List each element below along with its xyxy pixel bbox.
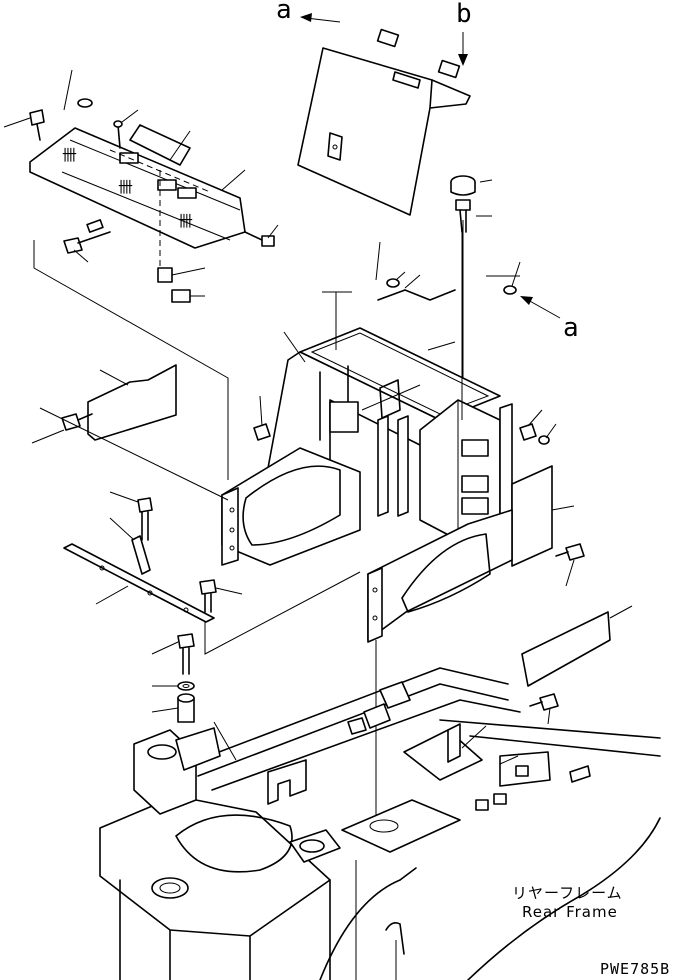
bolt-lever — [109, 491, 153, 541]
drawing-code: PWE785B — [600, 960, 670, 978]
right-cover-plate — [511, 465, 575, 567]
rear-frame — [99, 667, 661, 980]
bolt-right-of-plate — [244, 224, 279, 247]
leader-long-left-2 — [39, 407, 229, 501]
callout-a-right: a — [520, 296, 579, 343]
pin-upper — [113, 109, 139, 149]
clip-under-plate — [157, 267, 206, 303]
washer-upper-left — [63, 69, 93, 111]
nut-center-left — [253, 395, 271, 441]
bolt-bracket-mid — [199, 579, 243, 613]
plug-cap — [450, 175, 493, 196]
nut-right — [519, 409, 557, 445]
caption-japanese: リヤーフレーム — [512, 884, 623, 902]
callout-a-right-label: a — [563, 313, 579, 343]
main-frame-box — [221, 327, 513, 566]
svg-text:卌: 卌 — [62, 146, 78, 164]
bolt-upper-left — [3, 109, 45, 141]
left-bracket-bar — [63, 543, 215, 623]
washer-right-a — [486, 261, 521, 295]
leader-frame-right — [461, 725, 487, 749]
spacer-stack — [151, 693, 195, 723]
left-side-panel — [87, 364, 177, 441]
leader-frame-right-2 — [499, 755, 519, 765]
bolt-right-plate — [555, 543, 585, 587]
callout-b-top: b — [456, 0, 472, 66]
callout-a-top-label: a — [276, 0, 292, 25]
bolt-lower-right — [529, 693, 559, 725]
bolt-lower-left — [63, 219, 111, 263]
bolt-stack — [151, 633, 195, 675]
leader-upper-right — [221, 169, 246, 191]
lower-front-panel — [367, 509, 513, 643]
callout-a-top: a — [276, 0, 341, 25]
leader-long-left — [33, 240, 229, 480]
leader-upper-mid — [169, 130, 191, 161]
caption-english: Rear Frame — [522, 903, 618, 921]
leader-frame-left — [283, 331, 306, 363]
washer-stack — [152, 681, 195, 691]
upper-left-plate: 卌 卌 卌 — [29, 124, 246, 270]
lower-right-panel — [521, 605, 633, 687]
callout-b-top-label: b — [456, 0, 472, 29]
bolt-vertical-right — [455, 199, 492, 233]
svg-text:卌: 卌 — [118, 178, 134, 196]
leader-long-left-3 — [204, 571, 361, 655]
pin-center-top — [377, 274, 456, 301]
leader-frame-mid — [213, 721, 237, 761]
leader-frame-top-c — [427, 341, 456, 351]
svg-text:卌: 卌 — [178, 212, 194, 230]
lever-arm — [109, 517, 151, 575]
top-cover — [297, 28, 471, 216]
bolt-left-panel — [31, 413, 93, 444]
washer-center-top — [375, 241, 406, 288]
